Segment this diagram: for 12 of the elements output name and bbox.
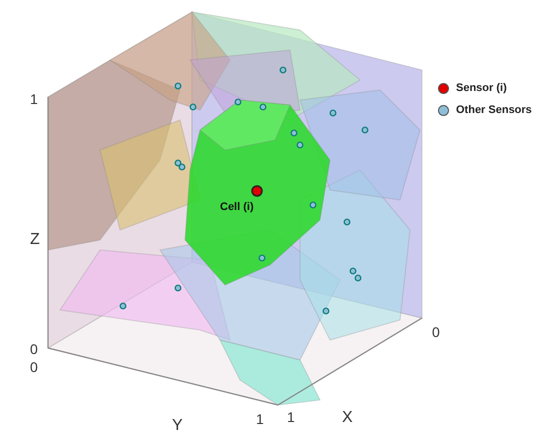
tick-label: 1 xyxy=(30,92,38,106)
tick-label: 1 xyxy=(256,412,264,426)
legend-label: Other Sensors xyxy=(456,104,532,116)
tick-label: 0 xyxy=(30,342,38,356)
tick-label: 0 xyxy=(432,325,440,339)
axis-label: X xyxy=(342,410,353,426)
axis-label: Z xyxy=(30,232,40,248)
tick-label: 0 xyxy=(30,360,38,374)
cell-label: Cell (i) xyxy=(220,202,254,213)
tick-label: 1 xyxy=(287,410,295,424)
axis-label: Y xyxy=(172,418,183,434)
legend-label: Sensor (i) xyxy=(456,82,507,94)
